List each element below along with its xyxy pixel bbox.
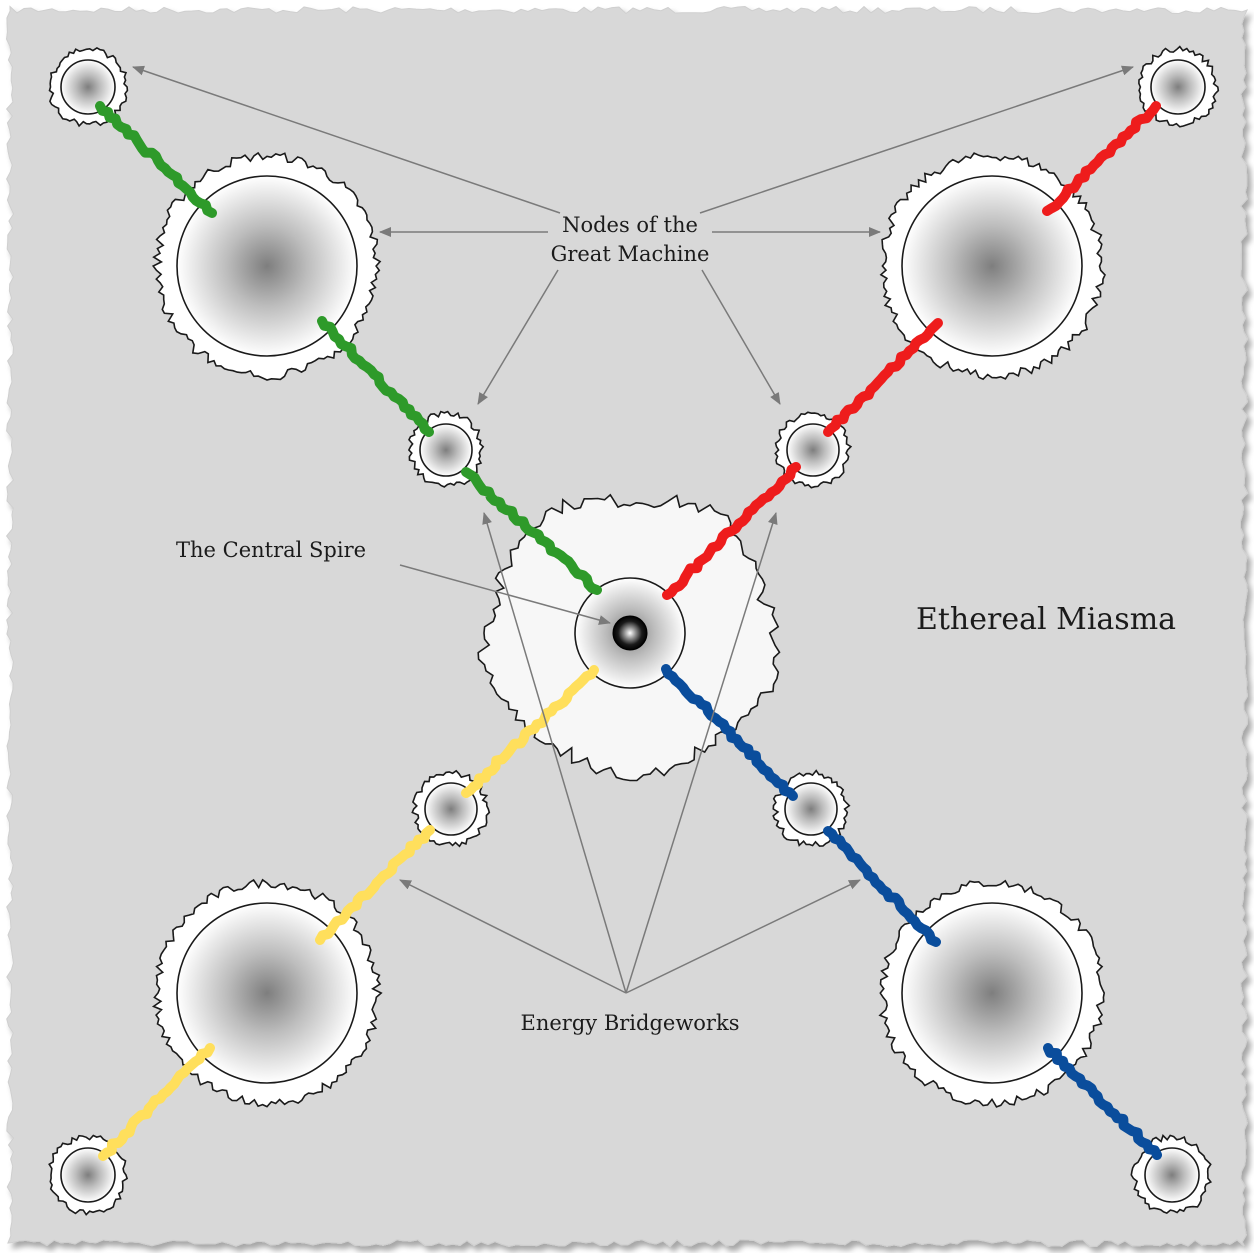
- label-energy-bridgeworks: Energy Bridgeworks: [521, 1011, 740, 1035]
- central-spire-core: [613, 616, 647, 650]
- label-central-spire: The Central Spire: [176, 538, 366, 562]
- label-nodes-line1: Nodes of the: [562, 213, 698, 237]
- label-ethereal-miasma: Ethereal Miasma: [916, 602, 1176, 637]
- label-nodes-line2: Great Machine: [551, 242, 710, 266]
- outer-node-nw-core: [61, 60, 115, 114]
